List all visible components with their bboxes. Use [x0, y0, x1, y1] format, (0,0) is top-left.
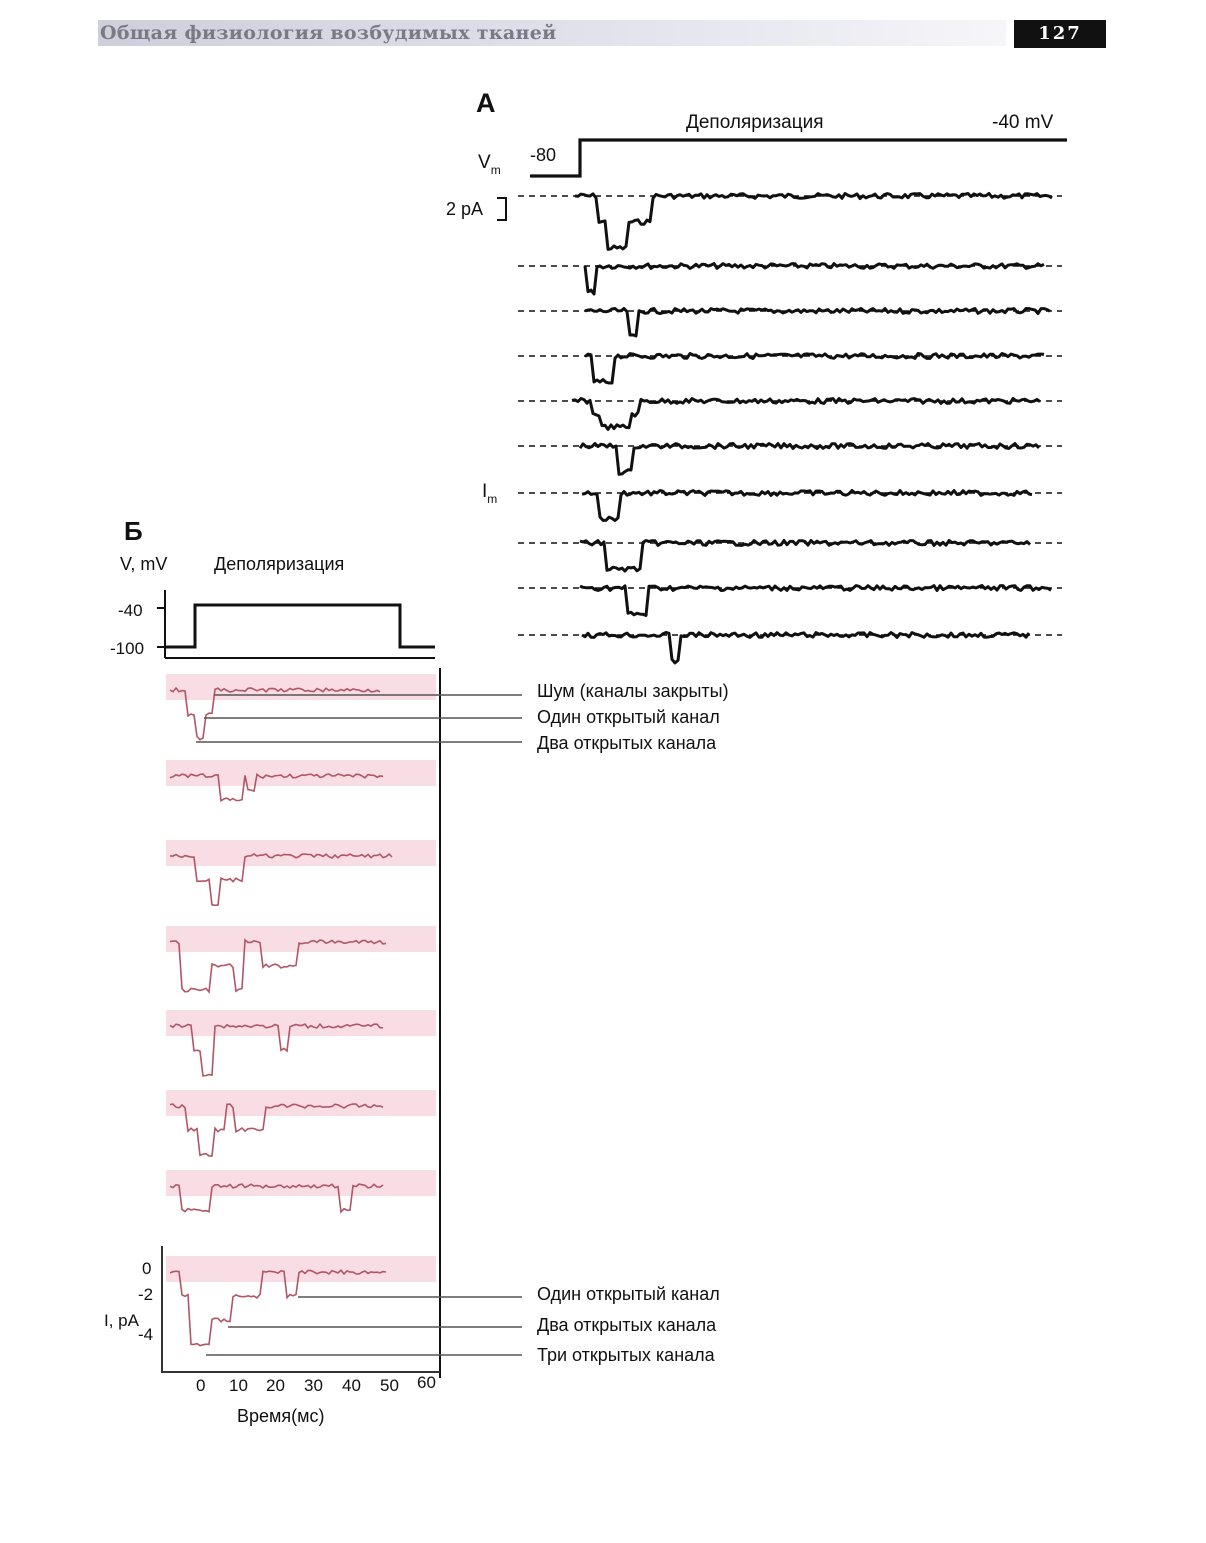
panel-a-step-title: Деполяризация — [686, 112, 824, 133]
panel-a-trace-1 — [574, 192, 1053, 251]
panel-b-v-tick-minus40: -40 — [118, 601, 143, 620]
panel-a: А Деполяризация -40 mV -80 Vm 2 pA Im — [446, 88, 1067, 665]
panel-b-trace-4 — [169, 938, 387, 994]
panel-b-voltage-step — [165, 603, 435, 649]
panel-a-trace-2 — [583, 262, 1045, 296]
panel-b-trace-5 — [169, 1022, 384, 1077]
panel-b-trace-6 — [169, 1103, 384, 1157]
panel-b-trace-8 — [169, 1269, 387, 1347]
running-header-bar — [98, 20, 1006, 46]
panel-a-trace-6 — [578, 442, 1041, 476]
panel-a-vm-label: Vm — [478, 152, 501, 177]
panel-a-test-potential: -40 mV — [992, 112, 1054, 133]
panel-b-v-tick-minus100: -100 — [110, 639, 144, 658]
x-tick-30: 30 — [304, 1376, 323, 1395]
annotation-one-channel-top: Один открытый канал — [537, 707, 720, 727]
annotation-noise: Шум (каналы закрыты) — [537, 681, 729, 701]
annotation-one-channel-bottom: Один открытый канал — [537, 1284, 720, 1304]
panel-b-trace-7 — [169, 1183, 384, 1214]
panel-b-v-ticks — [157, 607, 165, 648]
panel-b-band-3 — [166, 840, 436, 866]
page-number: 127 — [1014, 20, 1106, 48]
panel-b-i-axes — [161, 1246, 440, 1373]
panel-b-label: Б — [124, 516, 143, 546]
panel-a-voltage-step — [530, 138, 1067, 178]
panel-b-band-4 — [166, 926, 436, 952]
panel-b-band-8 — [166, 1256, 436, 1282]
panel-b: Б V, mV Деполяризация -40 -100 0 -2 -4 I… — [104, 516, 729, 1426]
panel-a-current-traces — [571, 192, 1053, 665]
panel-b-x-ticks: 0 10 20 30 40 50 60 — [196, 1373, 436, 1395]
panel-b-band-7 — [166, 1170, 436, 1196]
panel-b-step-title: Деполяризация — [214, 554, 344, 574]
panel-b-band-2 — [166, 760, 436, 786]
panel-b-sweep-bands — [166, 674, 436, 1282]
x-tick-0: 0 — [196, 1376, 205, 1395]
panel-b-v-axis-label: V, mV — [120, 554, 167, 574]
x-tick-60: 60 — [417, 1373, 436, 1392]
x-tick-10: 10 — [229, 1376, 248, 1395]
panel-a-scale-bar — [497, 197, 507, 221]
panel-b-i-tick-minus2: -2 — [138, 1285, 153, 1304]
annotation-three-channels-bottom: Три открытых канала — [537, 1345, 716, 1365]
x-tick-40: 40 — [342, 1376, 361, 1395]
panel-b-current-traces — [169, 686, 393, 1347]
panel-a-trace-3 — [584, 307, 1051, 338]
panel-b-band-6 — [166, 1090, 436, 1116]
annotation-two-channels-bottom: Два открытых канала — [537, 1315, 717, 1335]
panel-a-holding-potential: -80 — [530, 145, 556, 165]
panel-a-trace-9 — [579, 584, 1052, 617]
panel-a-trace-4 — [584, 352, 1045, 385]
panel-b-x-axis-label: Время(мс) — [237, 1406, 325, 1426]
panel-b-i-axis-label: I, pA — [104, 1311, 140, 1330]
panel-a-trace-5 — [571, 397, 1041, 431]
panel-a-label: А — [476, 88, 496, 118]
panel-a-trace-8 — [579, 539, 1032, 573]
panel-b-band-5 — [166, 1010, 436, 1036]
panel-a-im-label: Im — [482, 481, 497, 506]
panel-a-scale-bar-label: 2 pA — [446, 199, 483, 219]
panel-b-trace-3 — [169, 853, 393, 907]
panel-a-trace-10 — [581, 631, 1031, 665]
panel-b-trace-1 — [169, 686, 381, 741]
x-tick-50: 50 — [380, 1376, 399, 1395]
running-header-title: Общая физиология возбудимых тканей — [100, 22, 557, 44]
x-tick-20: 20 — [266, 1376, 285, 1395]
panel-b-i-tick-minus4: -4 — [138, 1325, 153, 1344]
annotation-two-channels-top: Два открытых канала — [537, 733, 717, 753]
panel-b-i-tick-0: 0 — [142, 1259, 151, 1278]
panel-b-band-1 — [166, 674, 436, 700]
panel-b-trace-2 — [169, 772, 384, 803]
panel-a-trace-7 — [581, 489, 1033, 522]
